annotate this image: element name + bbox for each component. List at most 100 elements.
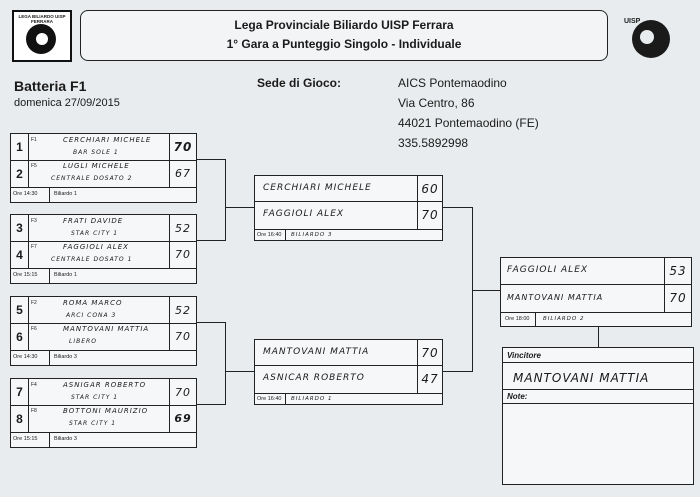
bracket-line xyxy=(598,327,599,347)
bracket-line xyxy=(225,322,226,405)
player-score: 60 xyxy=(417,176,442,201)
player-row: FAGGIOLI ALEX 53 xyxy=(501,258,691,285)
player-club: LIBERO xyxy=(69,338,97,345)
match-table: Biliardo 1 xyxy=(54,272,77,278)
player-name: MANTOVANI MATTIA xyxy=(263,347,370,357)
player-row: CERCHIARI MICHELE 60 xyxy=(255,176,442,202)
bracket-line xyxy=(443,371,472,372)
match-time: Ore 15:15 xyxy=(13,272,38,278)
player-name: ASNICAR ROBERTO xyxy=(263,373,365,383)
player-row: 5 F2 ROMA MARCO ARCI CONA 3 52 xyxy=(11,297,196,324)
player-code: F4 xyxy=(31,382,37,388)
player-score: 70 xyxy=(169,323,196,350)
venue-name: AICS Pontemaodino xyxy=(398,76,507,90)
seed-number: 1 xyxy=(11,134,29,160)
bracket-line xyxy=(197,404,225,405)
semi-1: CERCHIARI MICHELE 60 FAGGIOLI ALEX 70 Or… xyxy=(254,175,443,241)
player-code: F6 xyxy=(31,326,37,332)
match-time: Ore 16:40 xyxy=(257,232,282,238)
seed-number: 6 xyxy=(11,323,29,350)
player-club: ARCI CONA 3 xyxy=(66,312,117,319)
bracket-line xyxy=(197,159,225,160)
header-title-1: Lega Provinciale Biliardo UISP Ferrara xyxy=(234,18,454,32)
winner-label: Vincitore xyxy=(507,351,541,360)
player-score: 69 xyxy=(169,405,196,432)
player-score: 70 xyxy=(169,379,196,405)
player-club: BAR SOLE 1 xyxy=(73,149,119,156)
player-club: STAR CITY 1 xyxy=(69,420,117,427)
match-time: Ore 18:00 xyxy=(505,316,530,322)
player-name: FAGGIOLI ALEX xyxy=(507,265,589,275)
player-score: 52 xyxy=(169,297,196,323)
header-title-2: 1° Gara a Punteggio Singolo - Individual… xyxy=(226,37,462,51)
bracket-line xyxy=(225,207,254,208)
player-score: 70 xyxy=(169,241,196,268)
player-score: 70 xyxy=(664,284,691,312)
final: FAGGIOLI ALEX 53 MANTOVANI MATTIA 70 Ore… xyxy=(500,257,692,327)
seed-number: 4 xyxy=(11,241,29,268)
match-time: Ore 15:15 xyxy=(13,436,38,442)
player-name: FAGGIOLI ALEX xyxy=(63,243,129,251)
winner-box: Vincitore MANTOVANI MATTIA Note: xyxy=(502,347,694,485)
player-code: F2 xyxy=(31,300,37,306)
match-1: 1 F1 CERCHIARI MICHELE BAR SOLE 1 70 2 F… xyxy=(10,133,197,203)
bracket-line xyxy=(225,371,254,372)
player-row: FAGGIOLI ALEX 70 xyxy=(255,201,442,230)
player-name: MANTOVANI MATTIA xyxy=(63,325,150,333)
venue-street: Via Centro, 86 xyxy=(398,96,475,110)
player-name: LUGLI MICHELE xyxy=(63,162,130,170)
player-name: CERCHIARI MICHELE xyxy=(63,136,152,144)
player-score: 53 xyxy=(664,258,691,284)
match-table: BILIARDO 3 xyxy=(291,232,333,238)
match-table: Biliardo 3 xyxy=(54,436,77,442)
player-club: CENTRALE DOSATO 1 xyxy=(51,256,133,263)
player-row: ASNICAR ROBERTO 47 xyxy=(255,365,442,394)
player-row: MANTOVANI MATTIA 70 xyxy=(255,340,442,366)
match-table: Biliardo 1 xyxy=(54,191,77,197)
player-code: F5 xyxy=(31,163,37,169)
player-code: F7 xyxy=(31,244,37,250)
player-row: 6 F6 MANTOVANI MATTIA LIBERO 70 xyxy=(11,323,196,351)
player-score: 70 xyxy=(417,340,442,365)
match-4: 7 F4 ASNIGAR ROBERTO STAR CITY 1 70 8 F8… xyxy=(10,378,197,448)
logo-left-text: LEGA BILIARDO UISP FERRARA xyxy=(18,14,66,24)
player-score: 47 xyxy=(417,365,442,393)
match-3: 5 F2 ROMA MARCO ARCI CONA 3 52 6 F6 MANT… xyxy=(10,296,197,366)
notes-label: Note: xyxy=(507,392,528,401)
player-row: 8 F8 BOTTONI MAURIZIO STAR CITY 1 69 xyxy=(11,405,196,433)
player-row: 7 F4 ASNIGAR ROBERTO STAR CITY 1 70 xyxy=(11,379,196,406)
match-time: Ore 16:40 xyxy=(257,396,282,402)
player-score: 67 xyxy=(169,160,196,187)
match-2: 3 F3 FRATI DAVIDE STAR CITY 1 52 4 F7 FA… xyxy=(10,214,197,284)
player-score: 52 xyxy=(169,215,196,241)
player-name: ROMA MARCO xyxy=(63,299,123,307)
player-code: F1 xyxy=(31,137,37,143)
player-name: FAGGIOLI ALEX xyxy=(263,209,345,219)
uisp-logo: UISP xyxy=(622,16,682,60)
player-name: FRATI DAVIDE xyxy=(63,217,124,225)
seed-number: 7 xyxy=(11,379,29,405)
match-table: BILIARDO 2 xyxy=(543,316,585,322)
player-row: MANTOVANI MATTIA 70 xyxy=(501,284,691,313)
bracket-line xyxy=(225,159,226,241)
player-name: MANTOVANI MATTIA xyxy=(507,293,604,302)
player-club: STAR CITY 1 xyxy=(71,230,119,237)
logo-right-text: UISP xyxy=(624,18,641,25)
player-club: STAR CITY 1 xyxy=(71,394,119,401)
seed-number: 5 xyxy=(11,297,29,323)
bracket-line xyxy=(443,207,472,208)
player-name: ASNIGAR ROBERTO xyxy=(63,381,147,389)
player-score: 70 xyxy=(169,134,196,160)
player-row: 4 F7 FAGGIOLI ALEX CENTRALE DOSATO 1 70 xyxy=(11,241,196,269)
header-frame xyxy=(80,10,608,61)
player-name: BOTTONI MAURIZIO xyxy=(63,407,149,415)
venue-label: Sede di Gioco: xyxy=(257,76,342,90)
venue-phone: 335.5892998 xyxy=(398,136,469,150)
match-time: Ore 14:30 xyxy=(13,354,38,360)
venue-city: 44021 Pontemaodino (FE) xyxy=(398,116,539,130)
bracket-line xyxy=(472,290,500,291)
match-table: BILIARDO 1 xyxy=(291,396,333,402)
player-row: 3 F3 FRATI DAVIDE STAR CITY 1 52 xyxy=(11,215,196,242)
seed-number: 3 xyxy=(11,215,29,241)
player-club: CENTRALE DOSATO 2 xyxy=(51,175,133,182)
